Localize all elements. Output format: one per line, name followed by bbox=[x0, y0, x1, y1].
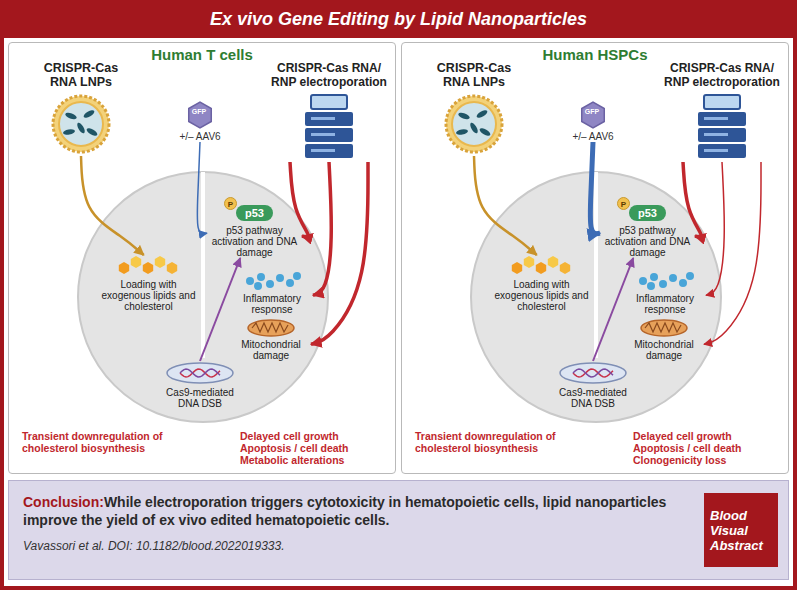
node-text: Loading with exogenous lipids and choles… bbox=[494, 279, 589, 312]
citation: Vavassori et al. DOI: 10.1182/blood.2022… bbox=[23, 539, 678, 553]
connector-arrow bbox=[200, 258, 240, 361]
connector-arrow bbox=[290, 162, 308, 237]
electroporation-group: CRISPR-Cas RNA/ RNP electroporation bbox=[657, 61, 787, 162]
mitochondrial-damage: Mitochondrial damage bbox=[624, 319, 704, 361]
phospho-label: P bbox=[617, 197, 630, 210]
outcome-text: Delayed cell growth Apoptosis / cell dea… bbox=[633, 430, 758, 466]
cell-split bbox=[201, 172, 205, 358]
gfp-label: GFP bbox=[572, 108, 612, 115]
lipid-icon bbox=[114, 255, 184, 277]
p53-activation: p53 p53 pathway activation and DNA damage bbox=[600, 203, 695, 258]
connector-arrow bbox=[706, 162, 724, 295]
inflammatory-response: Inflammatory response bbox=[231, 271, 313, 315]
conclusion-text: While electroporation triggers cytotoxic… bbox=[23, 494, 666, 528]
cytokine-icon bbox=[242, 271, 302, 291]
electroporator-icon bbox=[694, 92, 750, 162]
p53-protein: p53 bbox=[236, 205, 273, 221]
node-text: +/– AAV6 bbox=[169, 131, 231, 142]
aav-icon bbox=[578, 101, 608, 129]
lnp-group: CRISPR-Cas RNA LNPs bbox=[429, 61, 519, 156]
cytokine-icon bbox=[635, 271, 695, 291]
connector-arrow bbox=[704, 162, 761, 344]
connector-arrow bbox=[197, 142, 207, 234]
badge-text: Blood Visual Abstract bbox=[710, 508, 772, 553]
node-text: Cas9-mediated DNA DSB bbox=[552, 387, 634, 409]
node-text: Inflammatory response bbox=[231, 293, 313, 315]
aav-icon bbox=[185, 101, 215, 129]
p53-activation: p53 p53 pathway activation and DNA damage bbox=[207, 203, 302, 258]
gfp-label: GFP bbox=[179, 108, 219, 115]
aav-group: +/– AAV6 bbox=[562, 101, 624, 142]
lnp-icon bbox=[49, 92, 113, 156]
cell-split bbox=[594, 172, 598, 358]
lnp-group: CRISPR-Cas RNA LNPs bbox=[36, 61, 126, 156]
node-text: CRISPR-Cas RNA/ RNP electroporation bbox=[657, 61, 787, 89]
node-text: Inflammatory response bbox=[624, 293, 706, 315]
aav-group: +/– AAV6 bbox=[169, 101, 231, 142]
connector-arrow bbox=[311, 162, 368, 344]
panel-heading: Human HSPCs bbox=[402, 46, 788, 63]
cell-panel: CRISPR-Cas RNA LNPs +/– AAV6 CRISPR-Cas RN… bbox=[401, 42, 789, 474]
electroporator-icon bbox=[301, 92, 357, 162]
connector-arrow bbox=[474, 156, 537, 255]
cell-circle bbox=[471, 172, 721, 422]
mitochondrial-damage: Mitochondrial damage bbox=[231, 319, 311, 361]
title: Ex vivo Gene Editing by Lipid Nanopartic… bbox=[0, 0, 797, 38]
mitochondrion-icon bbox=[639, 319, 689, 337]
phospho-label: P bbox=[224, 197, 237, 210]
dna-dsb: Cas9-mediated DNA DSB bbox=[552, 361, 634, 409]
node-text: CRISPR-Cas RNA/ RNP electroporation bbox=[264, 61, 394, 89]
node-text: +/– AAV6 bbox=[562, 131, 624, 142]
p53-protein: p53 bbox=[629, 205, 666, 221]
cell-panel: CRISPR-Cas RNA LNPs +/– AAV6 CRISPR-Cas RN… bbox=[8, 42, 396, 474]
white-ground bbox=[4, 38, 793, 586]
mitochondrion-icon bbox=[246, 319, 296, 337]
connector-arrow bbox=[593, 258, 633, 361]
outcome-text: Transient downregulation of cholesterol … bbox=[22, 430, 172, 454]
panel-heading: Human T cells bbox=[9, 46, 395, 63]
node-text: p53 pathway activation and DNA damage bbox=[600, 225, 695, 258]
dna-dsb: Cas9-mediated DNA DSB bbox=[159, 361, 241, 409]
connector-arrow bbox=[313, 162, 331, 295]
node-text: CRISPR-Cas RNA LNPs bbox=[429, 61, 519, 89]
journal-badge: Blood Visual Abstract bbox=[704, 493, 778, 567]
lipid-loading: Loading with exogenous lipids and choles… bbox=[101, 255, 196, 312]
node-text: p53 pathway activation and DNA damage bbox=[207, 225, 302, 258]
dna-icon bbox=[558, 361, 628, 385]
connector-arrow bbox=[683, 162, 701, 237]
node-text: Mitochondrial damage bbox=[624, 339, 704, 361]
conclusion-box: Blood Visual Abstract Conclusion:While el… bbox=[8, 480, 789, 580]
dna-icon bbox=[165, 361, 235, 385]
connector-arrow bbox=[81, 156, 144, 255]
node-text: CRISPR-Cas RNA LNPs bbox=[36, 61, 126, 89]
outcome-text: Transient downregulation of cholesterol … bbox=[415, 430, 565, 454]
conclusion-label: Conclusion: bbox=[23, 494, 104, 510]
electroporation-group: CRISPR-Cas RNA/ RNP electroporation bbox=[264, 61, 394, 162]
outcome-text: Delayed cell growth Apoptosis / cell dea… bbox=[240, 430, 365, 466]
cell-circle bbox=[78, 172, 328, 422]
node-text: Mitochondrial damage bbox=[231, 339, 311, 361]
lnp-icon bbox=[442, 92, 506, 156]
inflammatory-response: Inflammatory response bbox=[624, 271, 706, 315]
node-text: Loading with exogenous lipids and choles… bbox=[101, 279, 196, 312]
lipid-loading: Loading with exogenous lipids and choles… bbox=[494, 255, 589, 312]
connector-arrow bbox=[590, 142, 600, 234]
node-text: Cas9-mediated DNA DSB bbox=[159, 387, 241, 409]
lipid-icon bbox=[507, 255, 577, 277]
